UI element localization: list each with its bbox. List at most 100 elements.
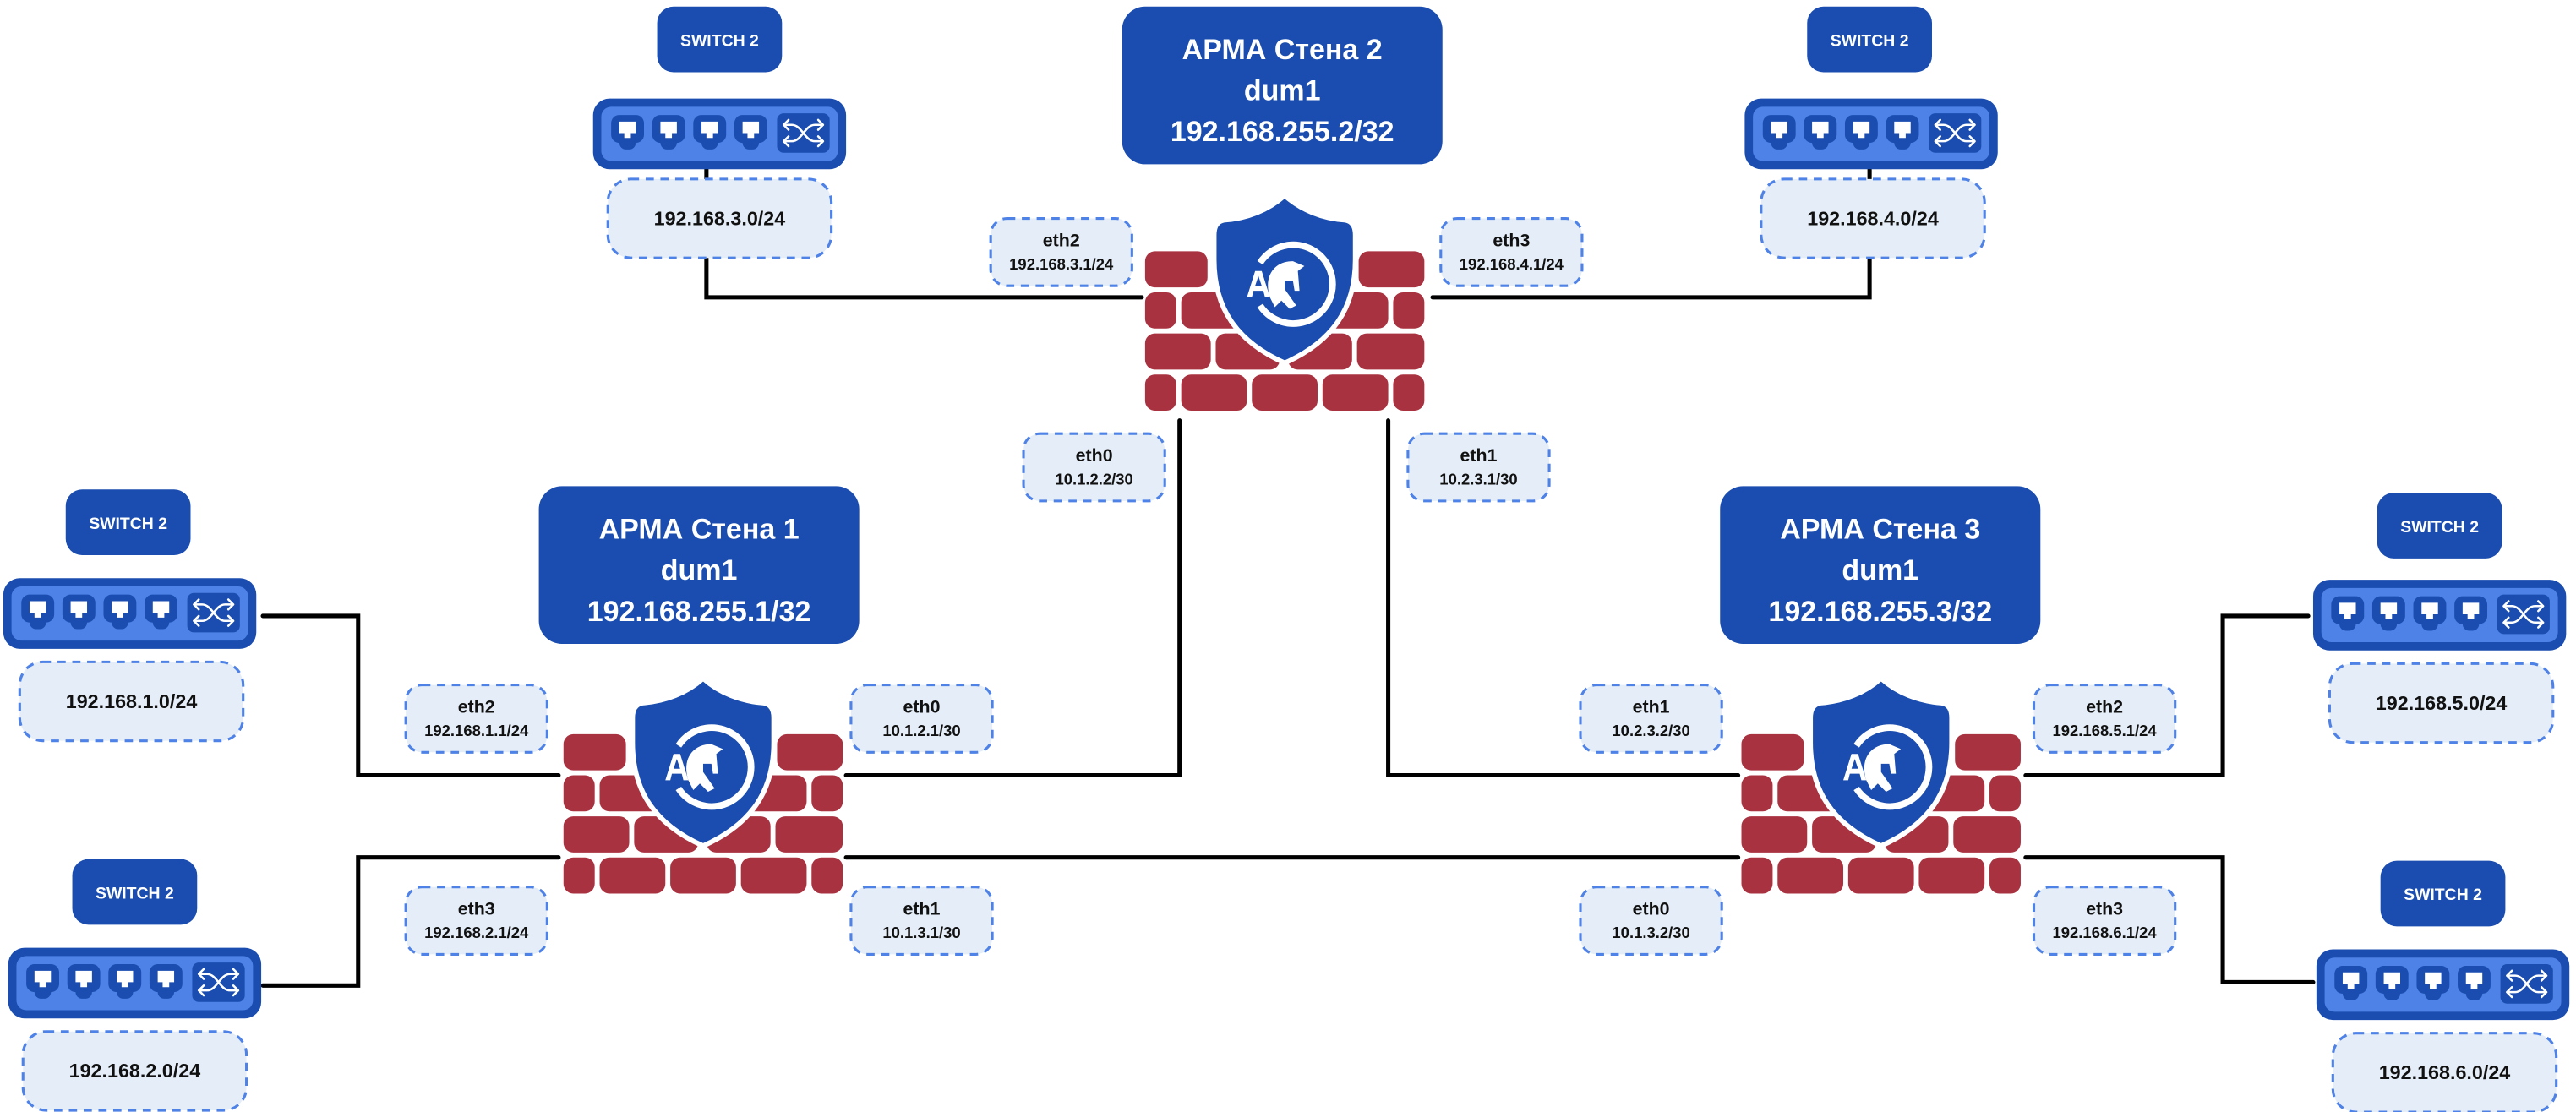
subnet-text: 192.168.4.0/24	[1807, 207, 1939, 229]
node-title-card[interactable]: АРМА Стена 3 dum1 192.168.255.3/32	[1720, 486, 2041, 644]
interface-ip: 10.1.2.2/30	[1055, 470, 1132, 488]
network-switch-icon	[8, 947, 262, 1019]
interface-name: eth2	[1043, 231, 1080, 251]
ethernet-port-icon	[103, 594, 137, 630]
switch-label[interactable]: SWITCH 2	[1807, 6, 1932, 73]
interface-label-box	[849, 886, 994, 956]
brick	[1989, 857, 2021, 894]
ethernet-port-icon	[149, 964, 183, 999]
brick	[1322, 374, 1389, 411]
ethernet-port-icon	[67, 964, 101, 999]
switch-label-text: SWITCH 2	[2404, 886, 2482, 904]
brick	[563, 733, 626, 771]
brick	[1847, 857, 1914, 894]
brick	[1741, 733, 1804, 771]
brick	[1741, 857, 1773, 894]
switch-node-2: SWITCH 2 192.168.2.0/24	[8, 859, 262, 1112]
node-title: АРМА Стена 3	[1780, 514, 1980, 546]
brick	[777, 733, 843, 771]
ethernet-port-icon	[26, 964, 59, 999]
crossover-arrows-icon	[777, 113, 830, 153]
interface-ip: 192.168.1.1/24	[424, 722, 529, 739]
ethernet-port-icon	[145, 594, 177, 630]
brick	[1741, 775, 1773, 812]
brick	[1989, 775, 2021, 812]
ethernet-port-icon	[2416, 965, 2450, 1000]
brick	[1144, 333, 1211, 370]
ethernet-port-icon	[108, 964, 142, 999]
node-iface: dum1	[1244, 75, 1321, 107]
switch-label-text: SWITCH 2	[89, 515, 167, 533]
subnet-label-box	[606, 177, 833, 259]
brick	[599, 857, 666, 894]
brick	[1144, 251, 1208, 288]
subnet-label: 192.168.1.0/24	[18, 660, 245, 743]
wire-switch3-wall2	[704, 166, 1144, 300]
connections	[260, 166, 2316, 988]
switch-node-4: SWITCH 2 192.168.4.0/24	[1744, 6, 1998, 259]
interface-label-box	[2032, 684, 2177, 754]
switch-label[interactable]: SWITCH 2	[657, 6, 783, 73]
interface-ip: 192.168.4.1/24	[1460, 255, 1564, 273]
subnet-label: 192.168.2.0/24	[21, 1030, 248, 1112]
helmet-icon	[1268, 261, 1305, 309]
switch-label[interactable]: SWITCH 2	[65, 489, 191, 556]
interface-label-box	[1439, 216, 1584, 287]
firewall-icon	[1741, 674, 2021, 894]
crossover-arrows-icon	[1929, 113, 1982, 153]
interface-ip: 10.2.3.1/30	[1439, 470, 1517, 488]
switch-label[interactable]: SWITCH 2	[2377, 493, 2502, 559]
brick	[1777, 857, 1844, 894]
firewall-icon	[1144, 192, 1425, 411]
interface-label-box	[1579, 886, 1723, 956]
brick	[670, 857, 736, 894]
node-address: 192.168.255.3/32	[1768, 596, 1992, 628]
node-iface: dum1	[1842, 554, 1918, 586]
interface-name: eth1	[903, 899, 941, 919]
switch-label[interactable]: SWITCH 2	[2380, 860, 2506, 927]
interface-label-eth0: eth0 10.1.2.1/30	[849, 684, 994, 754]
letter-a-icon	[1843, 754, 1867, 781]
firewall-node-1: АРМА Стена 1dum1192.168.255.1/32eth2192.…	[404, 486, 994, 956]
interface-name: eth0	[903, 697, 941, 717]
subnet-label: 192.168.4.0/24	[1760, 177, 1986, 259]
firewall-node-3: АРМА Стена 3 dum1 192.168.255.3/32 eth110.2…	[1579, 486, 2177, 956]
subnet-text: 192.168.2.0/24	[69, 1060, 201, 1082]
ethernet-port-icon	[1886, 115, 1919, 150]
wire-switch6-wall3	[2023, 855, 2316, 984]
interface-ip: 10.1.2.1/30	[882, 722, 960, 739]
crossover-arrows-icon	[2497, 594, 2550, 635]
helmet-icon	[1864, 744, 1902, 792]
interface-name: eth0	[1076, 445, 1113, 466]
ethernet-port-icon	[2334, 965, 2368, 1000]
brick	[1741, 816, 1808, 853]
switch-label-text: SWITCH 2	[1831, 31, 1909, 50]
network-switch-icon	[592, 98, 847, 170]
letter-a-icon	[665, 754, 689, 781]
ethernet-port-icon	[2454, 596, 2488, 631]
crossover-arrows-icon	[192, 962, 245, 1002]
network-switch-icon	[2312, 580, 2567, 651]
subnet-label: 192.168.3.0/24	[606, 177, 833, 259]
ethernet-port-icon	[652, 115, 685, 150]
interface-label-box	[849, 684, 994, 754]
brick	[1955, 733, 2021, 771]
switch-label-text: SWITCH 2	[680, 31, 759, 50]
brick	[1918, 857, 1985, 894]
crossover-arrows-icon	[187, 592, 240, 633]
brick	[1953, 816, 2021, 853]
subnet-text: 192.168.6.0/24	[2379, 1061, 2511, 1083]
interface-ip: 192.168.6.1/24	[2053, 924, 2158, 941]
switch-label[interactable]: SWITCH 2	[72, 859, 198, 925]
brick	[1252, 374, 1318, 411]
switch-label-text: SWITCH 2	[96, 884, 174, 902]
